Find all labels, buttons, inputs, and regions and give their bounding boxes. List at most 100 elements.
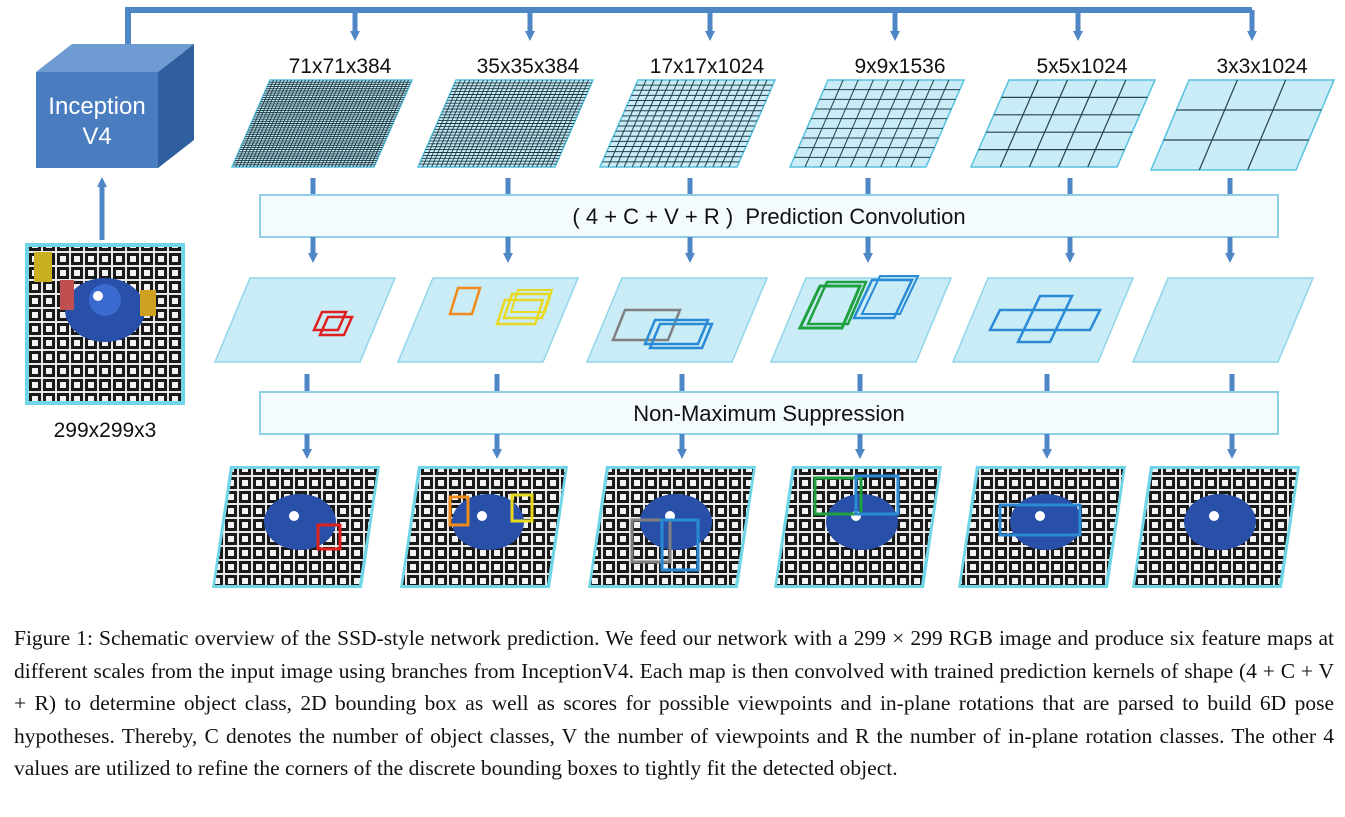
grid-line [696, 79, 736, 168]
output-images [212, 466, 1300, 588]
detection-box [813, 476, 863, 516]
feature-maps: 71x71x384 35x35x384 17x17x1024 9x9x1536 5x5x… [230, 55, 1336, 171]
input-size-label: 299x299x3 [54, 419, 157, 442]
grid-line [1058, 79, 1098, 168]
output-image-3 [588, 466, 756, 588]
inception-v4-block: Inception V4 [36, 44, 194, 168]
grid-line [531, 79, 571, 168]
grid-line [849, 79, 889, 168]
grid-line [338, 79, 377, 168]
grid-line [1087, 79, 1127, 168]
grid-line [536, 79, 576, 168]
grid-line [366, 79, 406, 168]
grid-line [545, 79, 585, 168]
nms-bar: Non-Maximum Suppression [259, 391, 1279, 435]
feature-map-label: 5x5x1024 [1036, 55, 1127, 78]
grid-line [352, 79, 392, 168]
feature-map-label: 9x9x1536 [854, 55, 945, 78]
feature-map-2: 35x35x384 [416, 55, 595, 168]
grid-line [334, 79, 374, 168]
grid-line [655, 79, 695, 168]
grid-line [330, 79, 370, 168]
detection-plane-4 [769, 275, 953, 363]
planes-to-nms-arrows [304, 374, 1235, 391]
detection-plane-1 [213, 277, 397, 363]
grid-line [316, 79, 356, 168]
detection-plane-3 [585, 277, 769, 363]
grid-line [348, 79, 388, 168]
feature-map-plane [969, 79, 1157, 168]
maps-to-prediction-arrows [310, 178, 1233, 194]
grid-line [672, 79, 711, 168]
grid-line [309, 79, 349, 168]
detection-box [510, 493, 534, 523]
grid-line [639, 79, 679, 168]
feature-map-1: 71x71x384 [230, 55, 414, 168]
grid-line [1247, 79, 1287, 171]
output-image-2 [400, 466, 568, 588]
output-image-4 [774, 466, 942, 588]
grid-line [306, 79, 345, 168]
grid-line [1198, 79, 1238, 171]
detection-plane-2 [396, 277, 580, 363]
grid-line [910, 79, 950, 168]
detection-box [316, 523, 342, 551]
grid-line [323, 79, 363, 168]
output-image-1 [212, 466, 380, 588]
grid-line [664, 79, 703, 168]
grid-line [540, 79, 580, 168]
detection-box [660, 518, 700, 572]
grid-line [712, 79, 752, 168]
caption-text: Schematic overview of the SSD-style netw… [14, 626, 1334, 780]
feature-map-label: 71x71x384 [289, 55, 392, 78]
grid-line [804, 79, 844, 168]
prediction-to-planes-arrows [308, 237, 1235, 263]
grid-line [819, 79, 859, 168]
figure-caption: Figure 1: Schematic overview of the SSD-… [14, 622, 1334, 785]
detection-plane-6 [1131, 277, 1315, 363]
feature-map-plane [1149, 79, 1336, 171]
grid-line [895, 79, 935, 168]
inception-label-line2: V4 [82, 123, 111, 150]
grid-line [607, 79, 647, 168]
output-image-5 [958, 466, 1126, 588]
grid-line [341, 79, 381, 168]
feature-map-plane [598, 79, 777, 168]
grid-line [550, 79, 589, 168]
grid-line [880, 79, 920, 168]
feature-map-6: 3x3x1024 [1149, 55, 1336, 171]
feature-map-label: 17x17x1024 [650, 55, 765, 78]
feature-map-label: 35x35x384 [477, 55, 580, 78]
network-diagram: Inception V4 299x299x3 71x71x384 35x35x38… [25, 7, 1336, 588]
inception-label-line1: Inception [48, 93, 145, 120]
grid-line [680, 79, 720, 168]
grid-line [615, 79, 655, 168]
grid-line [320, 79, 360, 168]
grid-line [313, 79, 353, 168]
detection-box [998, 503, 1082, 537]
grid-line [720, 79, 760, 168]
detection-box [854, 474, 900, 516]
nms-bar-label: Non-Maximum Suppression [633, 401, 904, 426]
grid-line [999, 79, 1039, 168]
grid-line [1028, 79, 1068, 168]
detection-plane-5 [951, 277, 1135, 363]
grid-line [865, 79, 905, 168]
top-distribution-arrows [125, 7, 1257, 44]
detection-box [448, 495, 470, 527]
grid-line [623, 79, 663, 168]
prediction-bar-label: ( 4 + C + V + R ) Prediction Convolution [572, 204, 965, 229]
grid-line [834, 79, 874, 168]
grid-line [345, 79, 385, 168]
feature-map-5: 5x5x1024 [969, 55, 1157, 168]
grid-line [327, 79, 367, 168]
grid-line [302, 79, 342, 168]
grid-line [355, 79, 395, 168]
grid-line [362, 79, 402, 168]
prediction-convolution-bar: ( 4 + C + V + R ) Prediction Convolution [259, 194, 1279, 238]
grid-line [631, 79, 671, 168]
detection-box [630, 518, 672, 564]
nms-to-output-arrows [302, 434, 1237, 459]
caption-label: Figure 1: [14, 626, 93, 650]
grid-line [728, 79, 768, 168]
